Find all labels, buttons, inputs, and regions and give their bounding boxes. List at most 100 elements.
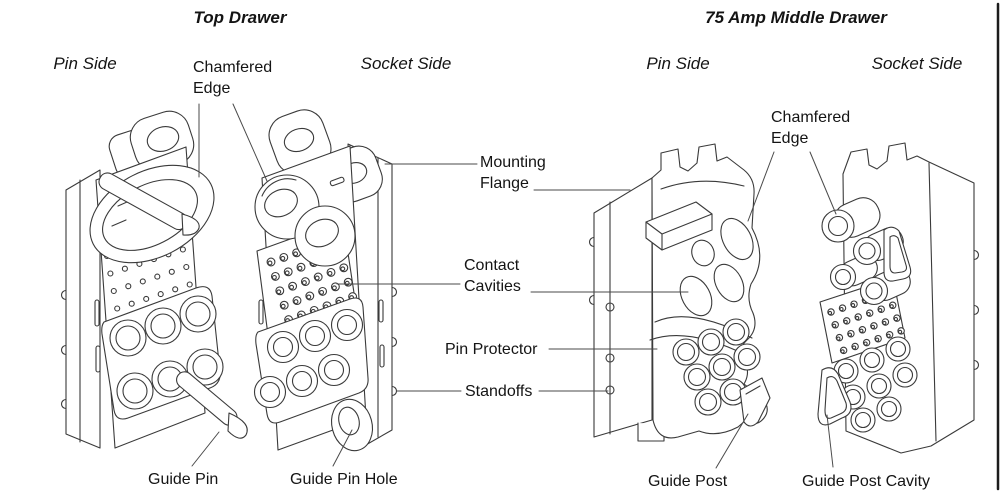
top-contour: [660, 180, 745, 190]
guide-hole: [264, 188, 298, 218]
edge-slot: [94, 299, 100, 327]
cavity-dot-inner: [851, 345, 857, 350]
contact-barrel: [821, 209, 855, 243]
pin-side-label-left: Pin Side: [53, 54, 117, 73]
guide-pin-hole-label: Guide Pin Hole: [290, 471, 398, 488]
cavity-dot: [110, 287, 117, 295]
contact-cavities-label: Contact Cavities: [464, 255, 521, 297]
leader-lines: [191, 103, 837, 469]
cavity-dot-inner: [897, 329, 903, 335]
contact-bore: [712, 357, 732, 377]
edge-slot: [258, 299, 264, 325]
cavity-dot-inner: [839, 306, 844, 312]
cavity-dot-inner: [840, 349, 845, 354]
cavity-dot-inner: [866, 311, 871, 317]
cavity-dot-inner: [850, 303, 856, 308]
contact-barrel: [885, 336, 911, 362]
cavity-dot: [279, 300, 289, 310]
cavity-dot: [154, 273, 161, 280]
cavity-dot: [318, 286, 328, 296]
guide-hole: [305, 218, 339, 248]
contact-bore: [737, 347, 757, 367]
cavity-dot: [279, 252, 289, 262]
contact-bore: [827, 215, 849, 237]
chamfered-boss: [254, 174, 356, 267]
pin-protector-label: Pin Protector: [445, 341, 538, 358]
leader-guide-pin: [191, 431, 220, 467]
cavity-dot: [305, 291, 315, 301]
socket-towers-upper: [821, 197, 912, 306]
contact-barrel: [144, 307, 182, 345]
key-slot: [329, 176, 345, 187]
contact-bore: [192, 354, 218, 380]
polarizing-cavity-inner: [889, 235, 908, 274]
cavity-dot: [114, 305, 121, 312]
standoffs-label: Standoffs: [465, 383, 533, 400]
pin-cluster: [672, 318, 761, 416]
leader-guide-post: [715, 413, 749, 469]
contact-barrel: [116, 372, 154, 410]
contact-barrel: [852, 236, 882, 266]
cavity-dot-inner: [847, 332, 853, 337]
cavity-dot: [288, 281, 298, 291]
cavity-dot-inner: [843, 319, 848, 325]
contact-bore: [896, 366, 914, 384]
cavity-dot-inner: [893, 316, 899, 322]
contact-barrel: [697, 328, 725, 356]
contact-barrel: [694, 388, 722, 416]
contact-barrel: [859, 276, 889, 306]
cavity-dot-inner: [836, 336, 841, 341]
guide-post-cavity-inner: [824, 375, 847, 419]
chamfered-edge-line1: Chamfered: [771, 109, 851, 126]
chamfer-contour: [261, 178, 297, 197]
cavity-dot-inner: [267, 260, 273, 266]
contact-bore: [676, 342, 696, 362]
power-sockets: [253, 308, 364, 409]
contact-barrel: [253, 375, 287, 409]
guide-post-label: Guide Post: [648, 473, 728, 490]
cavity-dot: [157, 291, 164, 298]
leader-guide-pin-hole: [332, 429, 353, 467]
contact-bore: [687, 367, 707, 387]
contact-bore: [834, 268, 852, 286]
pin-side-label-right: Pin Side: [646, 54, 710, 73]
contact-bore: [323, 359, 345, 381]
cavity-dot-inner: [870, 324, 876, 330]
contact-barrel: [109, 319, 147, 357]
contact-bore: [701, 332, 721, 352]
cavity-dot-inner: [344, 280, 350, 286]
cavity-dot-inner: [874, 337, 880, 342]
cavity-dot: [326, 267, 336, 277]
contact-bore: [304, 325, 326, 347]
cavity-dot: [292, 296, 302, 306]
leader-chamfered-edge-left-b: [232, 103, 268, 182]
body-crease: [928, 162, 937, 442]
guide-pin-label: Guide Pin: [148, 471, 219, 488]
contact-barrel: [330, 308, 364, 342]
cavity-dot-inner: [306, 294, 312, 300]
key-bar-edges: [645, 213, 713, 251]
cavity-dot-inner: [293, 299, 299, 305]
cavity-dot-inner: [859, 328, 864, 333]
contact-bore: [863, 351, 881, 369]
cavity-dot: [266, 257, 276, 267]
contact-barrel: [708, 353, 736, 381]
contact-barrel: [722, 318, 750, 346]
edge-slot: [95, 345, 101, 373]
cavity-dot-inner: [276, 289, 282, 295]
contact-bore: [854, 411, 872, 429]
cavity-dot: [339, 263, 349, 273]
cavity-dot-inner: [301, 280, 307, 286]
cavity-dot: [179, 246, 186, 253]
power-contacts: [109, 295, 224, 410]
side-panel: [593, 177, 653, 438]
contact-bore: [122, 378, 148, 404]
contact-cavity: [720, 217, 754, 261]
cavity-dot-inner: [878, 308, 883, 313]
cavity-dot: [143, 295, 150, 302]
contact-barrel: [733, 343, 761, 371]
cavity-dot-inner: [827, 310, 833, 316]
cavity-dot: [168, 268, 175, 275]
cavity-dot-inner: [314, 275, 320, 281]
